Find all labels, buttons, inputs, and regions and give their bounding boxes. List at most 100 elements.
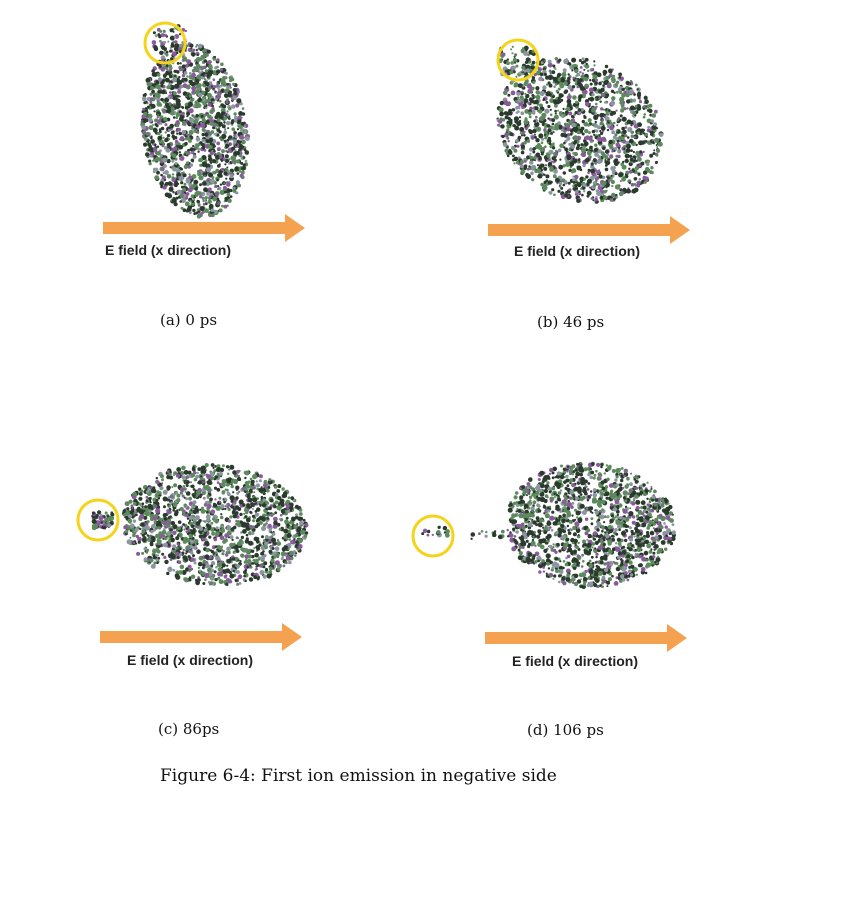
atom [223, 538, 228, 543]
atom [171, 177, 176, 182]
atom [177, 534, 180, 537]
atom [250, 531, 255, 535]
atom [655, 154, 659, 157]
atom [167, 40, 170, 43]
atom [197, 561, 203, 567]
atom [209, 555, 213, 560]
atom [270, 535, 274, 539]
atom [156, 561, 159, 564]
atom [535, 86, 540, 91]
atom [586, 190, 592, 196]
atom [142, 93, 147, 98]
atom [507, 140, 510, 143]
atom [241, 107, 245, 110]
atom [264, 541, 269, 546]
atom [200, 191, 206, 197]
atom [154, 34, 158, 38]
atom [278, 527, 282, 531]
atom [188, 173, 191, 176]
atom [603, 72, 607, 76]
atom [194, 191, 199, 196]
atom [156, 492, 160, 496]
atom [274, 500, 279, 505]
atom [618, 503, 623, 508]
atom [135, 513, 138, 517]
atom [95, 514, 99, 518]
atom [182, 120, 187, 125]
atom [179, 471, 185, 476]
atom [518, 116, 522, 119]
atom [173, 77, 177, 82]
atom [153, 561, 157, 565]
atom [188, 496, 192, 501]
atom [610, 89, 615, 94]
atom [286, 523, 290, 527]
atom [545, 174, 550, 179]
atom [637, 122, 642, 128]
atom [244, 159, 248, 163]
atom [563, 133, 568, 138]
atom [538, 116, 544, 121]
atom [656, 148, 661, 153]
atom [211, 213, 215, 218]
atom [612, 110, 616, 115]
atom [574, 184, 578, 187]
atom [242, 503, 246, 507]
atom [625, 148, 631, 153]
atom [161, 58, 165, 62]
atom [160, 173, 163, 177]
atom [254, 512, 259, 517]
atom [605, 186, 608, 189]
atom [161, 144, 165, 148]
atom [286, 538, 289, 541]
atom [195, 114, 199, 118]
atom [576, 534, 581, 539]
atom [656, 146, 659, 148]
atom [205, 163, 211, 169]
atom [167, 521, 171, 525]
atom [533, 119, 536, 123]
atom [161, 175, 166, 180]
atom [202, 563, 206, 567]
atom [148, 145, 152, 149]
atom [626, 143, 631, 149]
atom [524, 92, 527, 96]
atom [516, 91, 521, 96]
atom [198, 175, 204, 181]
atom [167, 553, 173, 558]
atom [210, 564, 214, 568]
atom [553, 169, 558, 174]
atom [553, 85, 556, 88]
atom [156, 170, 160, 175]
atom [232, 82, 236, 86]
atom [186, 44, 189, 48]
atom [581, 148, 586, 154]
atom [201, 117, 205, 121]
atom [213, 486, 218, 490]
atom [150, 535, 156, 541]
atom [283, 528, 289, 534]
atom [193, 119, 199, 125]
atom [611, 185, 614, 188]
atom [167, 158, 171, 162]
atom [246, 559, 252, 564]
atom [623, 147, 626, 150]
atom [654, 137, 660, 143]
atom [551, 118, 556, 123]
atom [559, 81, 564, 86]
atom [164, 123, 168, 127]
atom [161, 478, 164, 482]
atom [533, 156, 536, 159]
atom [274, 522, 278, 525]
atom [297, 516, 302, 521]
atom [580, 578, 582, 581]
atom [568, 188, 572, 192]
atom [276, 539, 280, 542]
atom [549, 167, 554, 172]
atom [171, 42, 174, 45]
atom [284, 519, 289, 524]
atom [552, 543, 555, 546]
atom [273, 516, 278, 522]
atom [575, 78, 578, 82]
atom [202, 472, 206, 477]
